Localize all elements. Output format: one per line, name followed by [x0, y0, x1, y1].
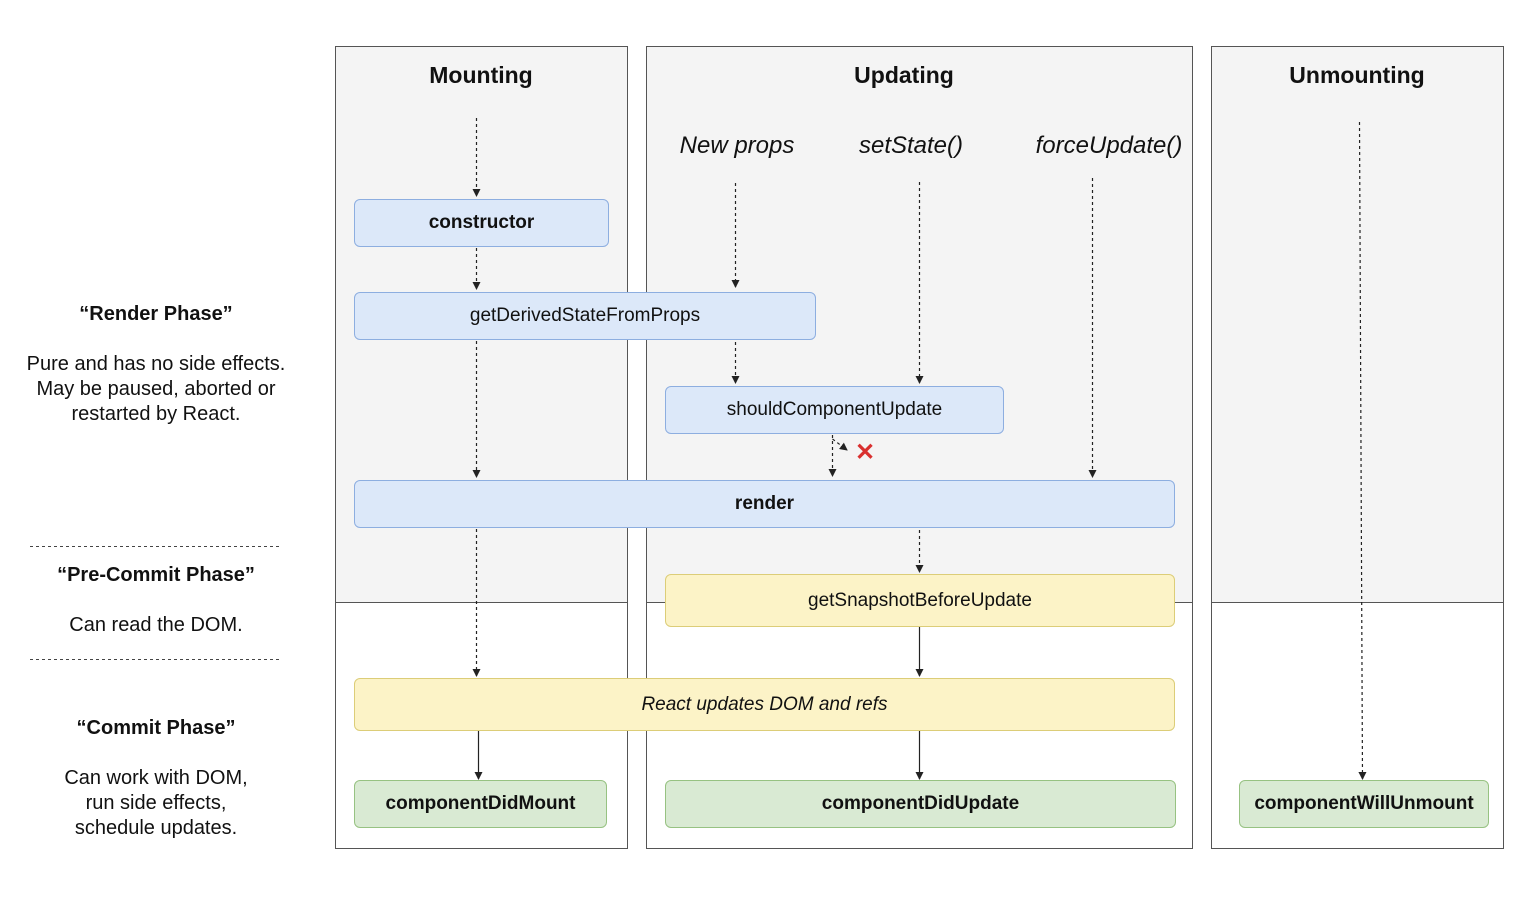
commit-phase-line: run side effects, [85, 792, 227, 814]
updating-column [646, 46, 1193, 849]
render-phase-line: restarted by React. [71, 403, 241, 425]
component-did-update-box: componentDidUpdate [665, 780, 1176, 828]
commit-phase-line: Can work with DOM, [64, 767, 248, 789]
get-snapshot-before-update-box: getSnapshotBeforeUpdate [665, 574, 1175, 627]
component-will-unmount-box: componentWillUnmount [1239, 780, 1489, 828]
commit-phase-description: Can work with DOM, run side effects, sch… [0, 766, 312, 841]
render-box: render [354, 480, 1175, 528]
render-phase-line: May be paused, aborted or [36, 378, 276, 400]
trigger-set-state: setState() [858, 132, 964, 159]
pre-commit-phase-description: Can read the DOM. [0, 613, 312, 638]
unmounting-column [1211, 46, 1504, 849]
component-did-mount-box: componentDidMount [354, 780, 607, 828]
trigger-force-update: forceUpdate() [1035, 132, 1183, 159]
updating-column-title: Updating [854, 62, 954, 88]
mounting-column-title: Mounting [429, 62, 533, 88]
mounting-column [335, 46, 628, 849]
should-component-update-box: shouldComponentUpdate [665, 386, 1004, 434]
constructor-box: constructor [354, 199, 609, 247]
trigger-new-props: New props [679, 132, 795, 159]
react-updates-dom-box: React updates DOM and refs [354, 678, 1175, 731]
commit-phase-line: schedule updates. [74, 817, 238, 839]
render-phase-title: “Render Phase” [79, 303, 233, 325]
unmounting-column-title: Unmounting [1289, 62, 1425, 88]
unmounting-column-render-area [1211, 46, 1504, 603]
render-phase-description: Pure and has no side effects. May be pau… [0, 352, 312, 427]
pre-commit-phase-line: Can read the DOM. [69, 614, 243, 636]
get-derived-state-from-props-box: getDerivedStateFromProps [354, 292, 816, 340]
commit-phase-title: “Commit Phase” [76, 717, 236, 739]
cross-icon: ✕ [855, 439, 876, 466]
pre-commit-phase-title: “Pre-Commit Phase” [57, 564, 255, 586]
render-phase-line: Pure and has no side effects. [26, 353, 286, 375]
